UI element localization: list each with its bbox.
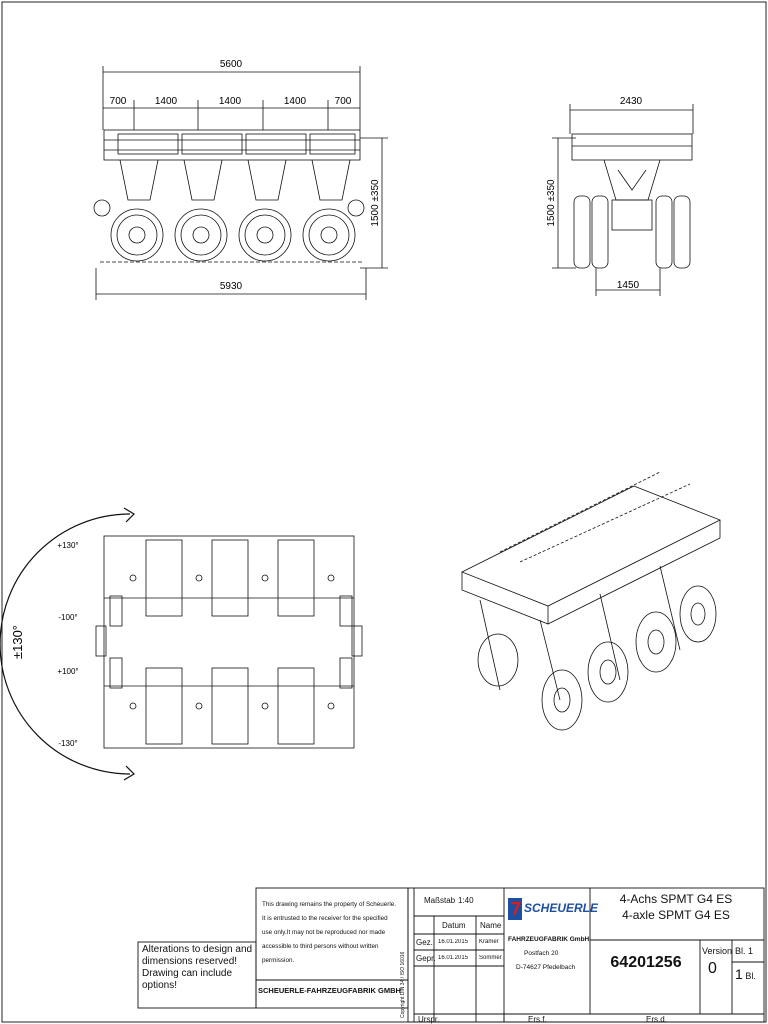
steering-angle-1: +130° <box>57 541 78 550</box>
scale-value: 1:40 <box>458 896 474 905</box>
property-notice: This drawing remains the property of Sch… <box>262 898 406 968</box>
steering-angle-2: -100° <box>58 613 77 622</box>
property-line-3: use only.It may not be reproduced nor ma… <box>262 929 386 936</box>
origin-label: Urspr. <box>418 1015 440 1024</box>
alterations-notice: Alterations to design and dimensions res… <box>142 944 254 992</box>
company-city: D-74627 Pfedelbach <box>516 964 576 971</box>
title-en: 4-axle SPMT G4 ES <box>622 908 730 922</box>
row-drawn-label: Gez. <box>416 938 433 947</box>
col-name-header: Name <box>480 921 502 930</box>
dim-front-height: 1500 ±350 <box>546 179 557 227</box>
dim-side-part-4: 1400 <box>284 96 307 107</box>
dim-side-part-2: 1400 <box>155 96 178 107</box>
alterations-line-3: Drawing can include options! <box>142 968 233 991</box>
property-line-4: accessible to third persons without writ… <box>262 943 379 950</box>
checked-name: Sommer <box>479 955 502 961</box>
isometric-view <box>461 471 721 731</box>
property-line-2: It is entrusted to the receiver for the … <box>262 915 388 922</box>
checked-date: 16.01.2015 <box>438 955 469 961</box>
logo-text: SCHEUERLE <box>524 901 599 915</box>
row-checked-label: Gepr. <box>416 954 436 963</box>
property-line-1: This drawing remains the property of Sch… <box>262 901 397 908</box>
company-street: Postfach 20 <box>524 950 559 957</box>
drawn-date: 16.01.2015 <box>438 939 469 945</box>
sheet-total: 1 Bl. <box>735 966 756 982</box>
alterations-line-2: dimensions reserved! <box>142 956 238 967</box>
dim-side-total: 5600 <box>220 59 243 70</box>
replaced-by-label: Ers.d. <box>646 1015 667 1024</box>
alterations-line-1: Alterations to design and <box>142 944 253 955</box>
drawing-number: 64201256 <box>610 954 682 971</box>
dim-front-width: 2430 <box>620 96 643 107</box>
sheet-total-value: 1 <box>735 966 743 982</box>
drawn-name: Krämer <box>479 939 499 945</box>
replaces-label: Ers.f. <box>528 1015 547 1024</box>
scale-label: Maßstab <box>424 896 456 905</box>
company-name: FAHRZEUGFABRIK GmbH <box>508 936 590 943</box>
dim-side-part-5: 700 <box>335 96 352 107</box>
copyright-note: Copyright DIN 34 / ISO 16016 <box>400 951 406 1018</box>
steering-angle-3: +100° <box>57 667 78 676</box>
front-view <box>552 104 694 296</box>
company-footer: SCHEUERLE-FAHRZEUGFABRIK GMBH <box>258 986 401 995</box>
top-view <box>0 507 363 781</box>
dim-side-part-1: 700 <box>110 96 127 107</box>
version-label: Version <box>702 946 733 956</box>
steering-angle-4: -130° <box>58 739 77 748</box>
dim-side-overall: 5930 <box>220 281 243 292</box>
dim-side-height: 1500 ±350 <box>370 179 381 227</box>
title-block-frame <box>137 887 765 1023</box>
col-date-header: Datum <box>442 921 466 930</box>
property-line-5: permission. <box>262 957 295 964</box>
dim-side-part-3: 1400 <box>219 96 242 107</box>
side-view <box>93 66 388 300</box>
title-de: 4-Achs SPMT G4 ES <box>619 892 733 906</box>
scheuerle-logo-icon <box>508 898 522 920</box>
sheet-label-text: Bl. <box>735 946 746 956</box>
steering-angle-main: ±130° <box>10 625 25 659</box>
sheet-total-label: Bl. <box>745 971 756 981</box>
sheet-label: Bl. 1 <box>735 946 753 956</box>
dim-front-track: 1450 <box>617 280 640 291</box>
version-value: 0 <box>708 960 717 977</box>
sheet-number: 1 <box>748 946 754 956</box>
